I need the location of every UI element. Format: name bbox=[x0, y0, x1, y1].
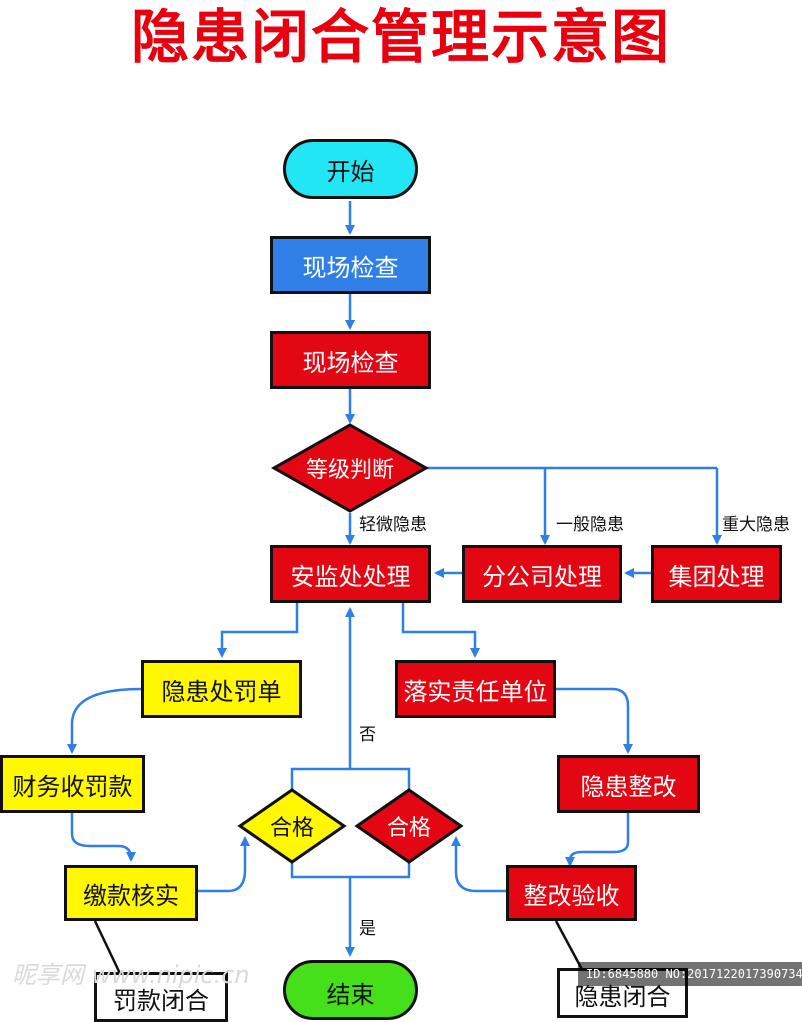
branch-box: 分公司处理 bbox=[462, 545, 622, 603]
watermark-left: 昵享网 www.nipic.cn bbox=[12, 961, 250, 989]
inspect-box-blue: 现场检查 bbox=[270, 236, 431, 294]
grade-diamond bbox=[270, 423, 430, 513]
arrow-assign-to-rectify bbox=[556, 687, 633, 754]
qualified-yellow-label: 合格 bbox=[269, 816, 314, 841]
qualified-red-diamond bbox=[354, 788, 464, 864]
arrow-finance-to-verify bbox=[70, 813, 136, 862]
arrow-accept-to-qualified bbox=[451, 836, 506, 893]
start-node: 开始 bbox=[283, 139, 418, 199]
edge-label-no: 否 bbox=[359, 725, 376, 745]
assign-unit-box: 落实责任单位 bbox=[395, 660, 556, 718]
arrow-safety-to-penalty bbox=[217, 603, 299, 658]
qualified-red-label: 合格 bbox=[386, 816, 431, 841]
penalty-order-box: 隐患处罚单 bbox=[141, 660, 302, 718]
line-bracket-top bbox=[290, 767, 411, 802]
safety-dept-box: 安监处处理 bbox=[270, 545, 431, 603]
arrow-safety-to-assign bbox=[401, 603, 480, 658]
diagram-title: 隐患闭合管理示意图 bbox=[130, 3, 671, 71]
end-node: 结束 bbox=[283, 960, 418, 1020]
line-verify-to-penalty-close bbox=[93, 920, 126, 983]
qualified-yellow-diamond bbox=[237, 788, 347, 864]
arrow-penalty-to-finance bbox=[67, 687, 142, 754]
rectify-box: 隐患整改 bbox=[557, 755, 700, 813]
edge-label-yes: 是 bbox=[359, 919, 376, 939]
rectify-accept-box: 整改验收 bbox=[506, 865, 637, 921]
finance-box: 财务收罚款 bbox=[0, 755, 145, 813]
payment-verify-box: 缴款核实 bbox=[64, 865, 198, 921]
line-bracket-bottom bbox=[290, 850, 411, 879]
edge-label-major: 重大隐患 bbox=[722, 515, 790, 535]
edge-label-minor: 轻微隐患 bbox=[359, 515, 427, 535]
flow-connectors bbox=[67, 201, 722, 983]
inspect-box-red: 现场检查 bbox=[270, 331, 431, 389]
arrow-rectify-to-accept bbox=[565, 813, 630, 867]
arrow-verify-to-qualified bbox=[198, 836, 250, 893]
grade-label: 等级判断 bbox=[305, 458, 394, 483]
edge-label-general: 一般隐患 bbox=[556, 515, 624, 535]
group-box: 集团处理 bbox=[651, 545, 782, 603]
watermark-id-strip: ID:6845880 NO:20171220173907340000 bbox=[578, 962, 802, 986]
